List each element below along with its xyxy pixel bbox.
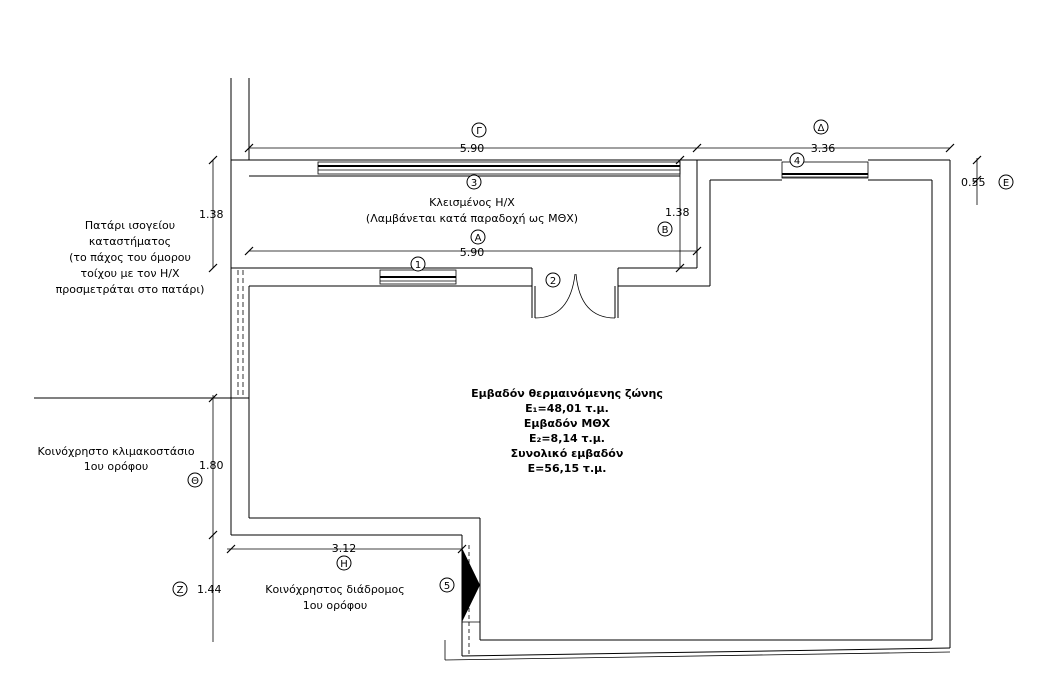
marker-zeta: Ζ [172,581,188,597]
marker-2: 2 [545,272,561,288]
marker-4: 4 [789,152,805,168]
svg-text:5: 5 [444,581,450,592]
area-line: Ε₁=48,01 τ.μ. [525,402,609,415]
svg-text:Β: Β [662,225,669,236]
mezzanine-line: Πατάρι ισογείου [85,219,175,232]
area-line: Εμβαδόν ΜΘΧ [524,417,611,430]
stairwell-line: Κοινόχρηστο κλιμακοστάσιο [37,445,194,458]
marker-1: 1 [410,256,426,272]
closed-hx-title: Κλεισμένος Η/Χ [429,196,515,209]
svg-text:3: 3 [471,178,477,189]
dim-zeta-height: 1.44 [197,583,222,596]
area-line: Συνολικό εμβαδόν [511,447,624,460]
marker-eta: Η [336,555,352,571]
corridor-line: Κοινόχρηστος διάδρομος [265,583,404,596]
svg-text:Ε: Ε [1003,178,1009,189]
dim-left-height: 1.38 [199,208,224,221]
windows [317,161,869,285]
marker-alpha: Α [470,229,486,245]
marker-3: 3 [466,174,482,190]
dim-delta-width: 3.36 [811,142,836,155]
area-summary: Εμβαδόν θερμαινόμενης ζώνης Ε₁=48,01 τ.μ… [471,387,663,475]
area-line: Ε=56,15 τ.μ. [528,462,607,475]
mezzanine-line: τοίχου με τον Η/Χ [81,267,180,280]
walls [34,78,951,661]
area-line: Ε₂=8,14 τ.μ. [529,432,605,445]
svg-text:1: 1 [415,260,421,271]
dim-beta-height: 1.38 [665,206,690,219]
double-door [534,273,616,319]
svg-text:Γ: Γ [476,126,482,137]
stairwell-label: Κοινόχρηστο κλιμακοστάσιο 1ου ορόφου [37,445,194,473]
dim-alpha-width: 5.90 [460,246,485,259]
dim-eta-width: 3.12 [332,542,357,555]
dim-theta-height: 1.80 [199,459,224,472]
mezzanine-line: προσμετράται στο πατάρι) [56,283,205,296]
marker-theta: Θ [187,472,203,488]
area-line: Εμβαδόν θερμαινόμενης ζώνης [471,387,663,400]
svg-text:Ζ: Ζ [177,585,184,596]
corridor-label: Κοινόχρηστος διάδρομος 1ου ορόφου [265,583,404,612]
dim-gamma-width: 5.90 [460,142,485,155]
svg-text:Α: Α [475,233,482,244]
marker-delta: Δ [813,119,829,135]
marker-5: 5 [439,577,455,593]
mezzanine-line: (το πάχος του όμορου [69,251,191,264]
corridor-door [462,548,480,622]
dim-epsilon-offset: 0.55 [961,176,986,189]
svg-text:Θ: Θ [191,476,199,487]
marker-beta: Β [657,221,673,237]
svg-text:Δ: Δ [818,123,825,134]
svg-text:Η: Η [340,559,348,570]
stairwell-line: 1ου ορόφου [84,460,148,473]
marker-gamma: Γ [471,122,487,138]
corridor-line: 1ου ορόφου [303,599,367,612]
svg-text:4: 4 [794,156,800,167]
dimension-lines [208,143,982,642]
closed-hx-note: (Λαμβάνεται κατά παραδοχή ως ΜΘΧ) [366,212,578,225]
marker-epsilon: Ε [998,174,1014,190]
svg-text:2: 2 [550,276,556,287]
mezzanine-line: καταστήματος [89,235,171,248]
mezzanine-label: Πατάρι ισογείου καταστήματος (το πάχος τ… [56,219,205,296]
